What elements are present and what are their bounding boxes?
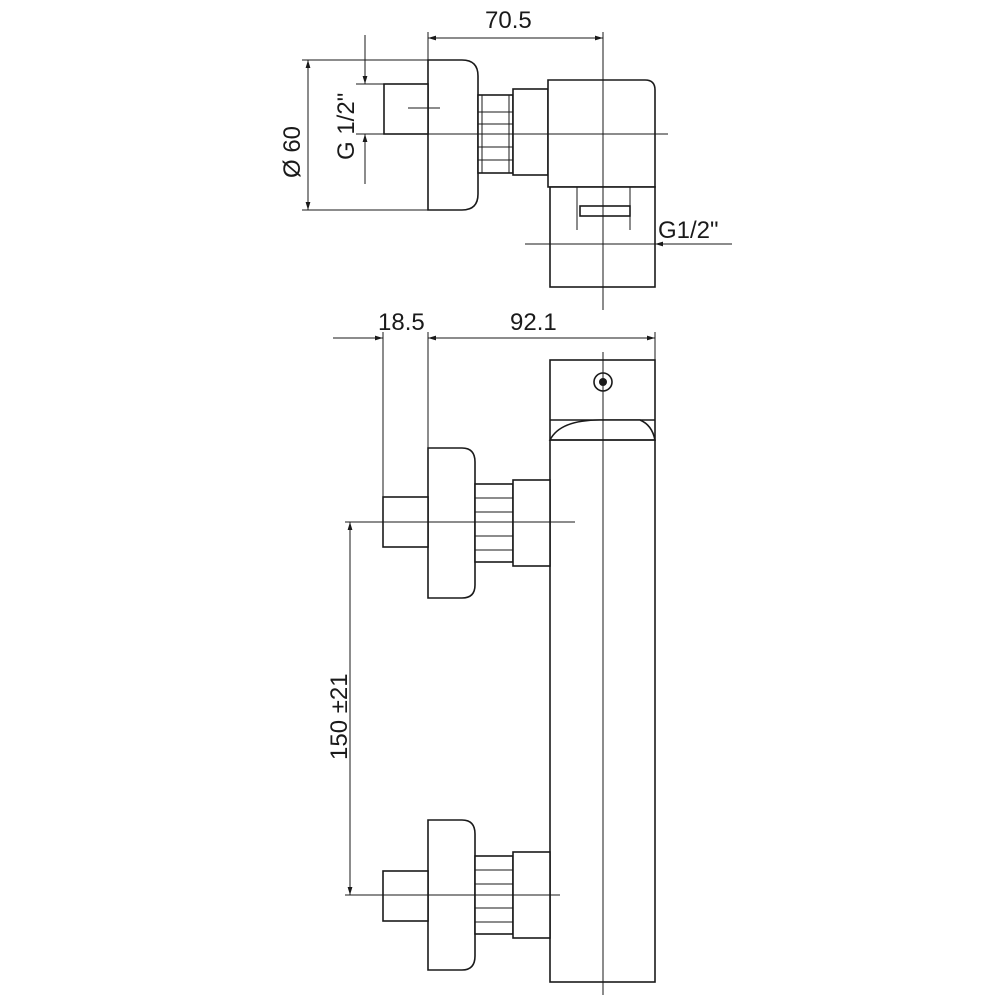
top-stub-pipe: [383, 83, 429, 135]
upper-inlet: [345, 447, 575, 599]
dim-offset-left: 18.5: [378, 309, 425, 336]
dim-thread-left: G 1/2": [333, 93, 360, 160]
top-collar: [512, 88, 549, 176]
upper-collar: [512, 479, 551, 567]
dim-top-width: 70.5: [485, 7, 532, 34]
dim-thread-right: G1/2": [658, 217, 719, 244]
upper-hex-nut: [474, 483, 514, 563]
lower-stub-pipe: [382, 870, 429, 922]
top-flange: [427, 59, 479, 211]
top-view: 70.5 Ø 60 G 1/2" G1/2": [279, 7, 732, 310]
dim-diameter: Ø 60: [279, 126, 306, 178]
dim-center-distance: 150 ±21: [326, 673, 353, 760]
side-view: 18.5 92.1: [326, 309, 656, 995]
dim-body-depth: 92.1: [510, 309, 557, 336]
upper-flange: [427, 447, 476, 599]
lower-inlet: [345, 819, 560, 971]
